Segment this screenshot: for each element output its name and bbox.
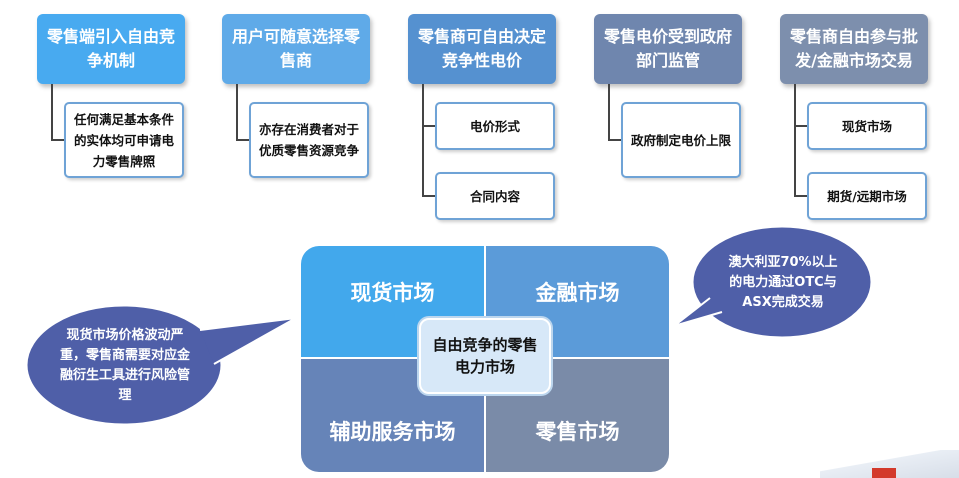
- subitem-label: 现货市场: [841, 118, 892, 134]
- connector-vertical: [608, 84, 610, 140]
- decorative-red-mark: [872, 468, 896, 478]
- subitem-4-1: 政府制定电价上限: [621, 102, 741, 178]
- subitem-1-1: 任何满足基本条件的实体均可申请电力零售牌照: [64, 102, 184, 178]
- subitem-3-2: 合同内容: [435, 172, 555, 220]
- subitem-label: 电价形式: [469, 118, 520, 134]
- category-header-4: 零售电价受到政府部门监管: [594, 14, 742, 84]
- subitem-5-2: 期货/远期市场: [807, 172, 927, 220]
- category-header-label: 零售电价受到政府部门监管: [603, 27, 732, 70]
- connector-horizontal: [608, 139, 621, 141]
- connector-horizontal: [794, 195, 807, 197]
- connector-horizontal: [422, 195, 435, 197]
- quadrant-retail-label: 零售市场: [535, 419, 620, 444]
- center-label: 自由竞争的零售电力市场: [432, 336, 538, 376]
- connector-vertical: [236, 84, 238, 140]
- subitem-2-1: 亦存在消费者对于优质零售资源竞争: [249, 102, 369, 178]
- right-callout-text: 澳大利亚70%以上的电力通过OTC与ASX完成交易: [728, 255, 838, 310]
- subitem-3-1: 电价形式: [435, 102, 555, 150]
- subitem-label: 期货/远期市场: [827, 188, 907, 204]
- quadrant-financial-label: 金融市场: [535, 280, 620, 305]
- subitem-label: 政府制定电价上限: [630, 132, 731, 148]
- category-header-2: 用户可随意选择零售商: [222, 14, 370, 84]
- connector-horizontal: [51, 139, 64, 141]
- connector-vertical: [51, 84, 53, 140]
- center-box: 自由竞争的零售电力市场: [419, 318, 551, 394]
- category-header-label: 用户可随意选择零售商: [231, 27, 360, 70]
- market-matrix: 现货市场 金融市场 辅助服务市场 零售市场 自由竞争的零售电力市场: [301, 246, 669, 472]
- quadrant-ancillary-label: 辅助服务市场: [329, 419, 456, 444]
- category-header-3: 零售商可自由决定竞争性电价: [408, 14, 556, 84]
- quadrant-spot-label: 现货市场: [350, 280, 435, 305]
- connector-vertical: [422, 84, 424, 196]
- connector-horizontal: [794, 125, 807, 127]
- category-header-label: 零售商可自由决定竞争性电价: [417, 27, 546, 70]
- subitem-label: 合同内容: [469, 188, 520, 204]
- left-callout-text: 现货市场价格波动严重，零售商需要对应金融衍生工具进行风险管理: [59, 328, 190, 403]
- connector-vertical: [794, 84, 796, 196]
- quadrant-financial-market: 金融市场: [486, 246, 669, 357]
- connector-horizontal: [422, 125, 435, 127]
- category-header-1: 零售端引入自由竞争机制: [37, 14, 185, 84]
- subitem-5-1: 现货市场: [807, 102, 927, 150]
- subitem-label: 亦存在消费者对于优质零售资源竞争: [258, 122, 359, 158]
- right-callout-bubble: [673, 224, 874, 340]
- connector-horizontal: [236, 139, 249, 141]
- category-header-5: 零售商自由参与批发/金融市场交易: [780, 14, 928, 84]
- quadrant-spot-market: 现货市场: [301, 246, 484, 357]
- left-callout-bubble: [24, 303, 297, 427]
- category-header-label: 零售商自由参与批发/金融市场交易: [789, 27, 918, 70]
- category-header-label: 零售端引入自由竞争机制: [46, 27, 175, 70]
- subitem-label: 任何满足基本条件的实体均可申请电力零售牌照: [73, 111, 174, 169]
